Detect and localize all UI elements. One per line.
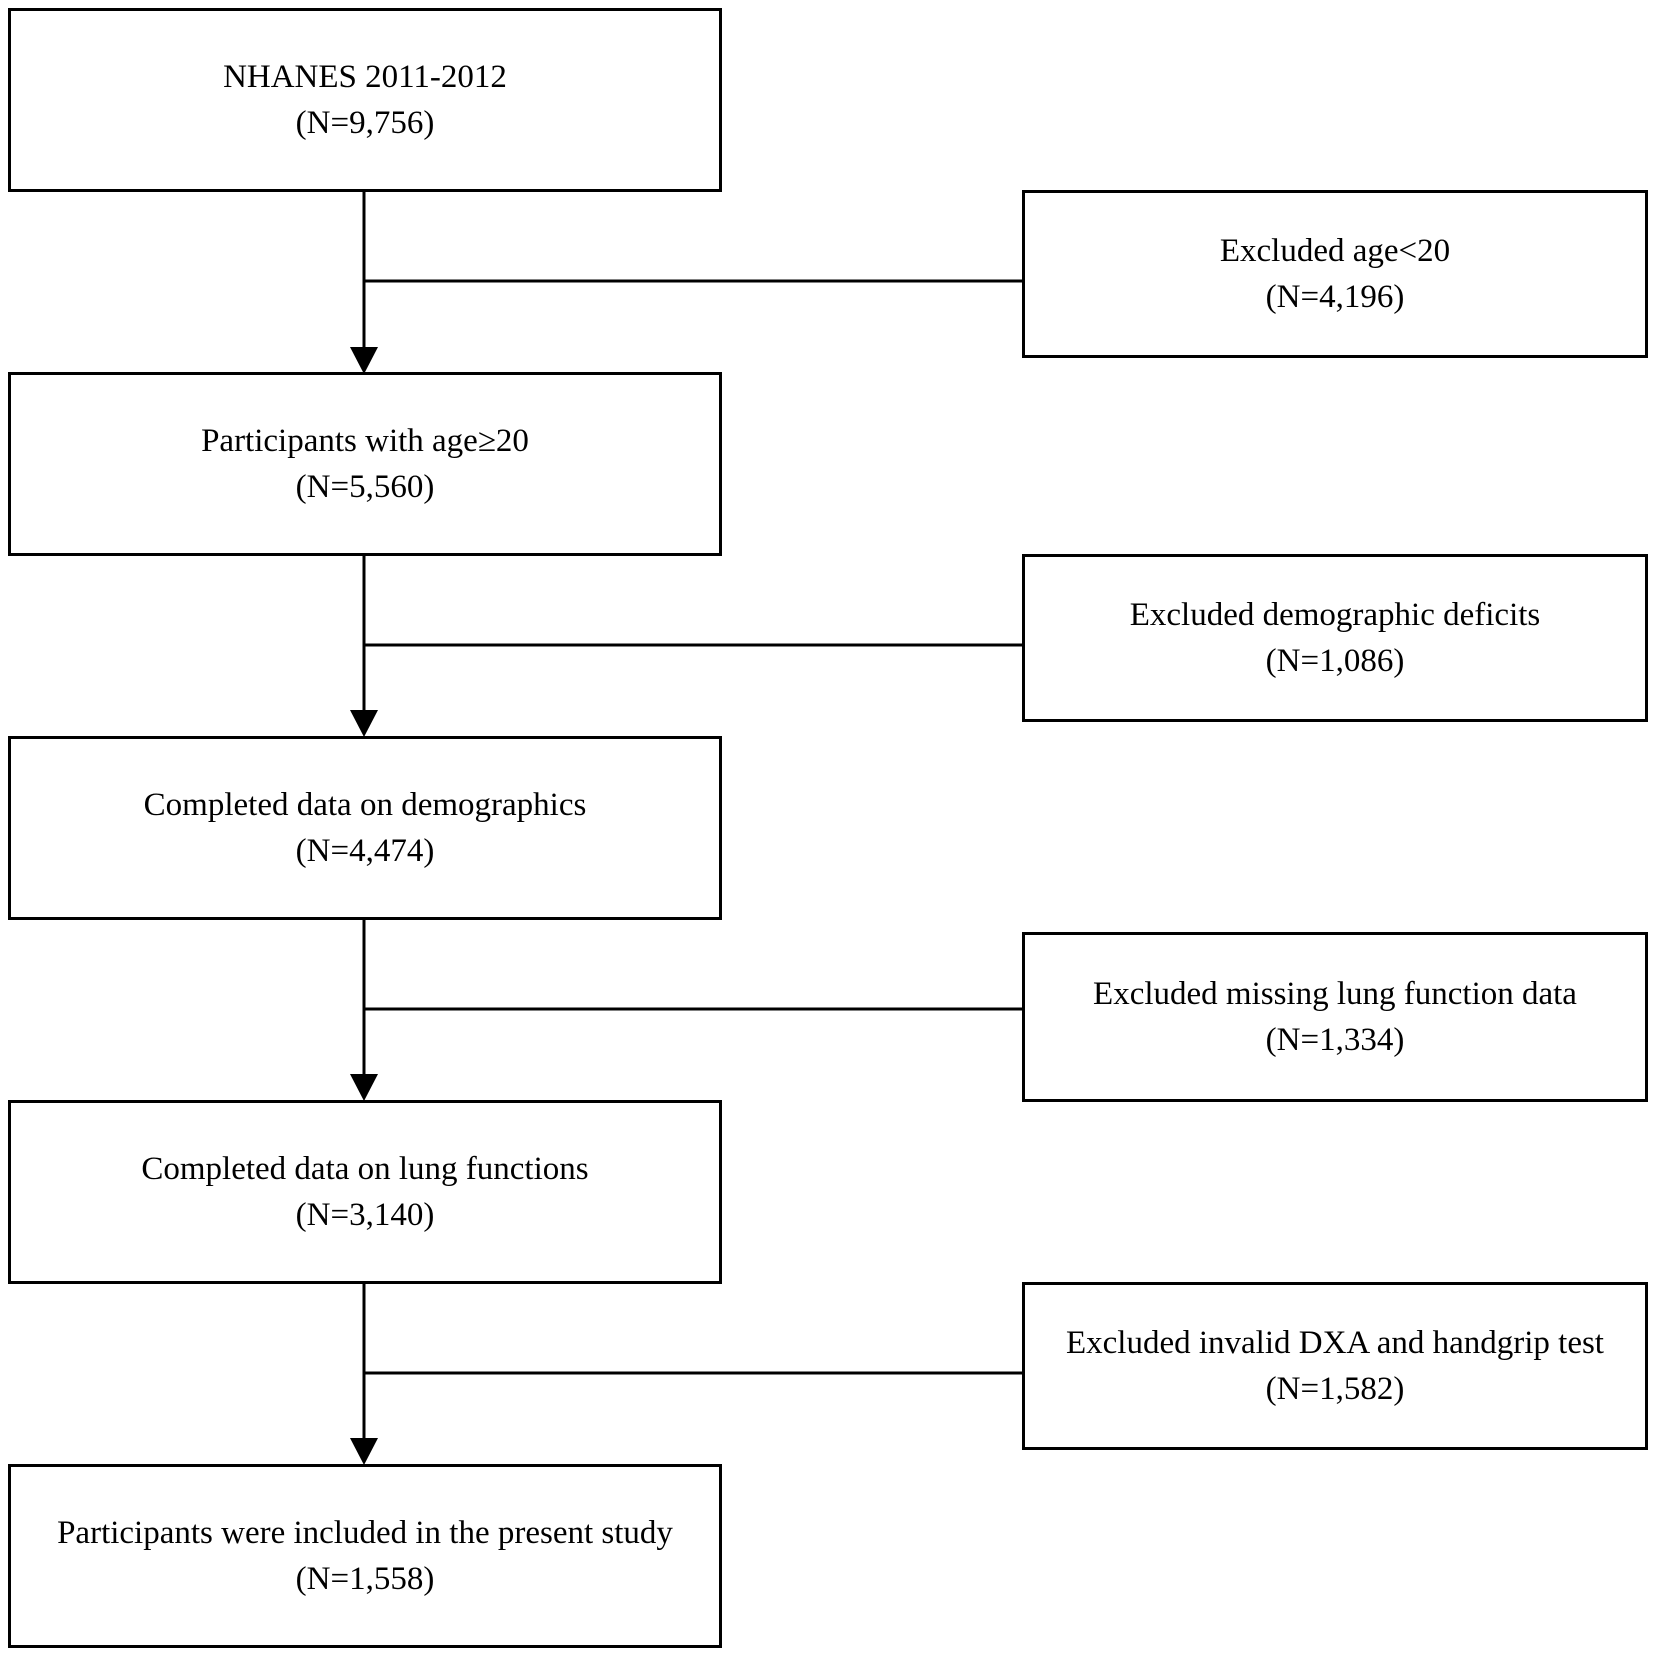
main-box-count: (N=4,474) [295, 833, 435, 869]
exclusion-box-dxa: Excluded invalid DXA and handgrip test (… [1022, 1282, 1648, 1450]
main-box-lung-functions: Completed data on lung functions (N=3,14… [8, 1100, 722, 1284]
exclusion-box-lung: Excluded missing lung function data (N=1… [1022, 932, 1648, 1102]
main-box-count: (N=9,756) [295, 105, 435, 141]
main-box-title: Participants were included in the presen… [57, 1515, 673, 1551]
main-box-count: (N=3,140) [295, 1197, 435, 1233]
exclusion-box-title: Excluded missing lung function data [1093, 976, 1577, 1012]
main-box-final-study: Participants were included in the presen… [8, 1464, 722, 1648]
exclusion-box-count: (N=4,196) [1265, 279, 1405, 315]
main-box-demographics: Completed data on demographics (N=4,474) [8, 736, 722, 920]
exclusion-box-count: (N=1,582) [1265, 1371, 1405, 1407]
main-box-age-20: Participants with age≥20 (N=5,560) [8, 372, 722, 556]
main-box-title: NHANES 2011-2012 [223, 59, 507, 95]
arrowhead-3 [350, 1074, 378, 1101]
exclusion-box-title: Excluded demographic deficits [1129, 597, 1541, 633]
exclusion-box-age: Excluded age<20 (N=4,196) [1022, 190, 1648, 358]
exclusion-box-title: Excluded age<20 [1219, 233, 1451, 269]
exclusion-box-count: (N=1,334) [1265, 1022, 1405, 1058]
main-box-count: (N=1,558) [295, 1561, 435, 1597]
arrowhead-2 [350, 710, 378, 737]
arrowhead-4 [350, 1438, 378, 1465]
main-box-count: (N=5,560) [295, 469, 435, 505]
main-box-title: Participants with age≥20 [201, 423, 529, 459]
main-box-title: Completed data on demographics [143, 787, 587, 823]
arrowhead-1 [350, 347, 378, 374]
main-box-nhanes: NHANES 2011-2012 (N=9,756) [8, 8, 722, 192]
exclusion-box-count: (N=1,086) [1265, 643, 1405, 679]
main-box-title: Completed data on lung functions [141, 1151, 589, 1187]
exclusion-box-title: Excluded invalid DXA and handgrip test [1066, 1325, 1604, 1361]
exclusion-box-demographic: Excluded demographic deficits (N=1,086) [1022, 554, 1648, 722]
